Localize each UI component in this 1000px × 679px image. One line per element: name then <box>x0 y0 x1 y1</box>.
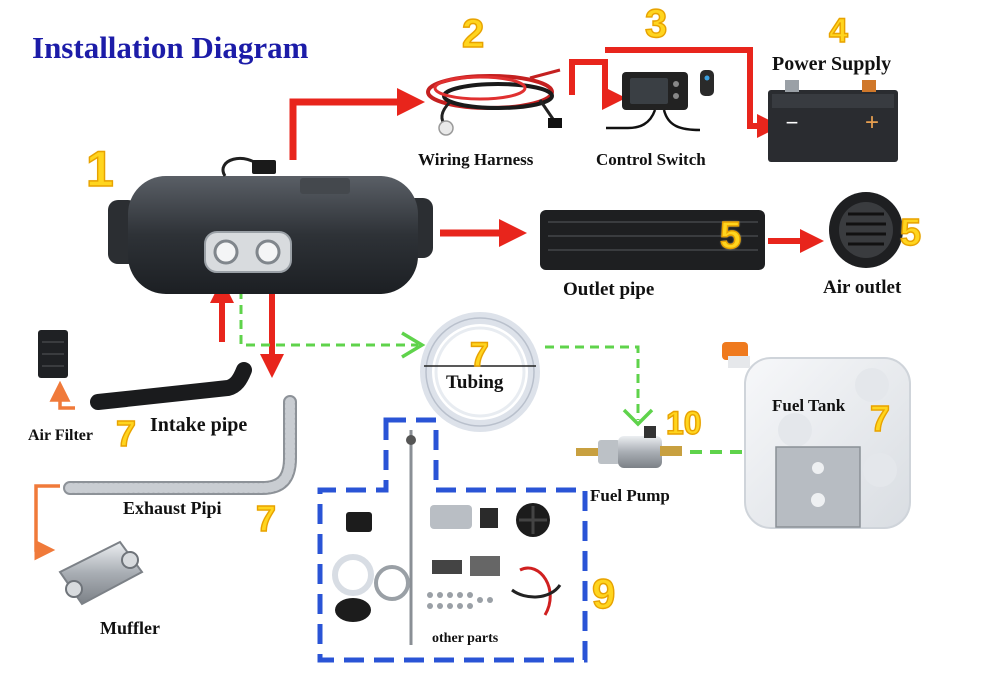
heater-intake-port <box>213 239 239 265</box>
number-power-supply: 4 <box>828 11 848 50</box>
heater-to-tubing-arrow <box>239 260 418 347</box>
number-exhaust-pipe: 7 <box>255 497 277 539</box>
label-other-parts: other parts <box>432 631 499 646</box>
heater-to-harness-arrow <box>289 88 425 160</box>
number-tubing: 7 <box>469 335 489 374</box>
label-wiring-harness: Wiring Harness <box>418 150 534 169</box>
label-exhaust-pipe: Exhaust Pipi <box>123 498 222 518</box>
fuel-tank-icon <box>722 342 911 529</box>
number-other-parts: 9 <box>591 569 616 617</box>
heater-to-tubing-arrowhead <box>401 331 426 359</box>
kit-dashed-border <box>317 417 588 663</box>
number-outlet-pipe: 5 <box>719 214 742 257</box>
exhaust-pipe-icon <box>63 395 297 495</box>
label-tubing: Tubing <box>446 372 504 393</box>
intake-pipe-icon <box>90 362 252 410</box>
label-air-filter: Air Filter <box>28 427 94 444</box>
tubing-to-pump-arrowhead <box>622 408 654 427</box>
switch-to-battery-arrow <box>605 47 781 138</box>
label-fuel-tank: Fuel Tank <box>772 396 846 415</box>
number-air-outlet: 5 <box>899 211 922 254</box>
outlet-pipe-icon <box>540 210 765 270</box>
power-supply-battery: − + <box>768 80 898 162</box>
orange-arrows <box>34 380 75 561</box>
muffler-arrow <box>34 484 60 561</box>
air-outlet-icon <box>829 192 903 268</box>
control-switch-icon <box>606 70 714 132</box>
fuel-tank-mounting-plate <box>775 446 861 528</box>
red-arrows <box>210 47 824 378</box>
number-fuel-pump: 10 <box>665 404 702 441</box>
battery-positive-terminal: + <box>865 109 879 136</box>
label-outlet-pipe: Outlet pipe <box>563 279 655 300</box>
heater-exhaust-port <box>255 239 281 265</box>
heater-unit <box>108 157 433 294</box>
wiring-harness-icon <box>426 68 562 136</box>
label-air-outlet: Air outlet <box>823 277 902 298</box>
label-power-supply: Power Supply <box>772 53 892 75</box>
number-control-switch: 3 <box>644 1 668 46</box>
battery-negative-terminal: − <box>786 110 799 135</box>
diagram-title: Installation Diagram <box>32 30 309 65</box>
label-muffler: Muffler <box>100 618 160 638</box>
muffler-icon <box>58 540 144 606</box>
number-fuel-tank: 7 <box>869 397 891 439</box>
label-control-switch: Control Switch <box>596 150 706 169</box>
label-intake-pipe: Intake pipe <box>150 414 248 436</box>
air-filter-arrow <box>49 380 75 410</box>
label-fuel-pump: Fuel Pump <box>590 486 670 505</box>
fuel-pump-icon <box>576 426 682 468</box>
number-air-filter: 7 <box>115 412 137 454</box>
tubing-coil-icon <box>420 312 540 432</box>
harness-to-switch-arrow <box>569 59 626 110</box>
number-wiring-harness: 2 <box>461 11 485 56</box>
number-heater: 1 <box>85 140 114 197</box>
other-parts-kit <box>317 417 588 663</box>
tubing-to-pump-arrow <box>545 345 640 420</box>
air-filter-icon <box>38 330 68 378</box>
